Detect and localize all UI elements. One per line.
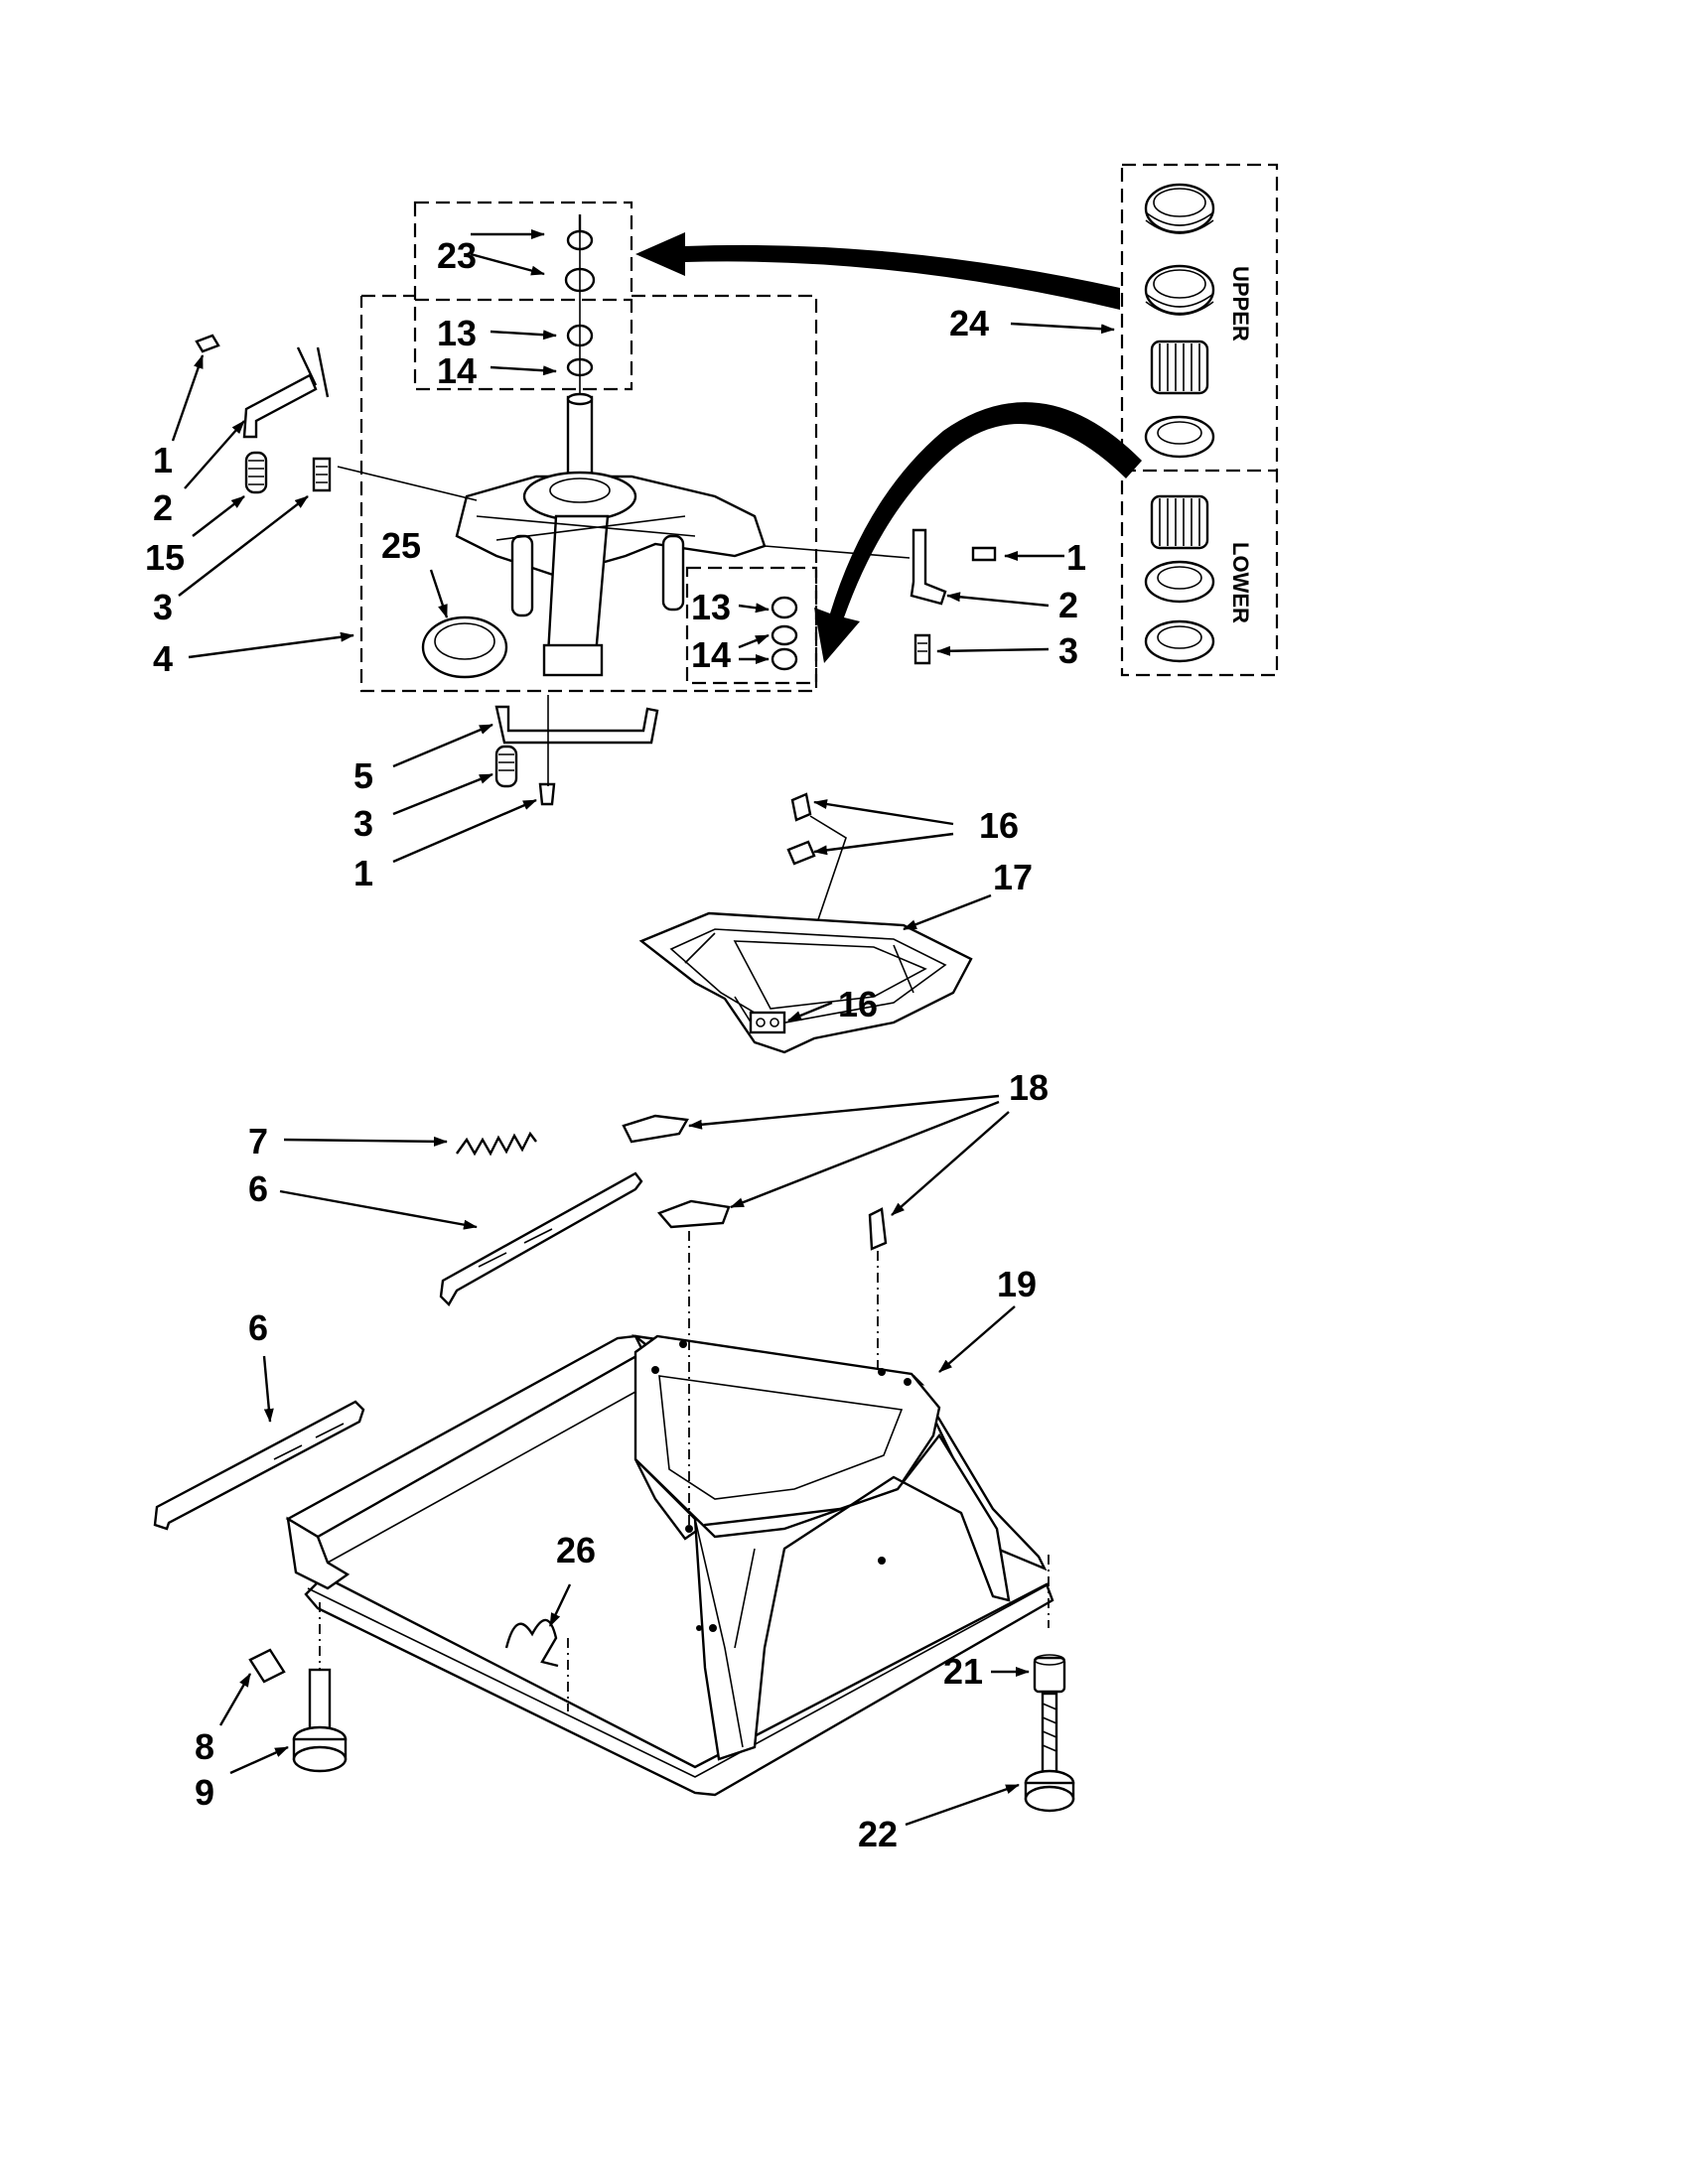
bottom-bracket-hardware xyxy=(494,695,659,806)
side-rail-6-lower xyxy=(153,1400,365,1531)
callout-1-right: 1 xyxy=(1066,537,1087,578)
callout-24: 24 xyxy=(949,303,990,343)
callout-13-lower: 13 xyxy=(691,587,732,627)
callout-26: 26 xyxy=(556,1530,597,1570)
callout-7: 7 xyxy=(248,1121,269,1161)
upper-kit-arrow xyxy=(635,232,1120,310)
suspension-base xyxy=(455,471,767,677)
callout-2-left: 2 xyxy=(153,487,174,528)
pivot-dome-16-bottom xyxy=(749,1011,786,1034)
lower-inset-bearings xyxy=(771,596,798,671)
left-bracket-hardware xyxy=(195,334,332,494)
callout-3-right: 3 xyxy=(1058,630,1079,671)
callout-8: 8 xyxy=(195,1726,215,1767)
pivot-pad-18-a xyxy=(622,1114,689,1144)
callout-21: 21 xyxy=(943,1651,984,1692)
callout-23: 23 xyxy=(437,235,478,276)
callout-1-left: 1 xyxy=(153,440,174,480)
callout-3-left: 3 xyxy=(153,587,174,627)
callout-15: 15 xyxy=(145,537,186,578)
callout-19: 19 xyxy=(997,1264,1038,1304)
leveling-foot-22 xyxy=(1024,1692,1075,1813)
callout-16-top: 16 xyxy=(979,805,1020,846)
callout-6-upper: 6 xyxy=(248,1168,269,1209)
suspension-assembly-box xyxy=(359,294,818,693)
upper-kit-label: UPPER xyxy=(1228,266,1253,341)
seal-ring-25 xyxy=(421,615,508,679)
callout-18: 18 xyxy=(1009,1067,1050,1108)
callout-14-upper: 14 xyxy=(437,350,478,391)
base-frame-19 xyxy=(285,1334,1054,1797)
leveling-foot-9 xyxy=(292,1668,348,1773)
lock-pin-8 xyxy=(248,1648,286,1684)
spring-7 xyxy=(456,1131,537,1157)
pivot-pad-18-c xyxy=(868,1207,888,1251)
callout-17: 17 xyxy=(993,857,1034,897)
cradle-frame-17 xyxy=(638,911,973,1054)
pivot-dome-16-top xyxy=(786,792,847,938)
lower-bearing-inset-box xyxy=(685,566,818,685)
upper-spline-bearing xyxy=(1150,340,1209,395)
callout-6-lower: 6 xyxy=(248,1307,269,1348)
callout-2-right: 2 xyxy=(1058,585,1079,625)
callout-14-lower: 14 xyxy=(691,634,732,675)
lower-bearing-rings xyxy=(1144,560,1215,663)
callout-16-bottom: 16 xyxy=(838,984,879,1024)
right-bracket-hardware xyxy=(910,528,997,665)
leader-arrows xyxy=(171,229,1115,1827)
upper-bearing-rings xyxy=(1144,183,1215,316)
callout-13-upper: 13 xyxy=(437,313,478,353)
callout-22: 22 xyxy=(858,1814,899,1854)
pivot-pad-18-b xyxy=(656,1199,731,1229)
lower-spline-bearing xyxy=(1150,494,1209,550)
callout-1-bottom: 1 xyxy=(353,853,374,893)
lower-kit-label: LOWER xyxy=(1228,542,1253,623)
callout-25: 25 xyxy=(381,525,422,566)
lower-kit-arrow xyxy=(814,402,1142,663)
callout-5: 5 xyxy=(353,755,374,796)
hub-bearing-group-box xyxy=(413,201,633,391)
callout-3-bottom: 3 xyxy=(353,803,374,844)
upper-seal-ring xyxy=(1144,415,1215,459)
side-rail-6-upper xyxy=(439,1171,643,1306)
bearing-kit-box xyxy=(1120,163,1279,677)
wire-clip-26 xyxy=(504,1618,559,1668)
nut-21 xyxy=(1033,1654,1066,1694)
callout-9: 9 xyxy=(195,1772,215,1813)
callout-4: 4 xyxy=(153,638,174,679)
